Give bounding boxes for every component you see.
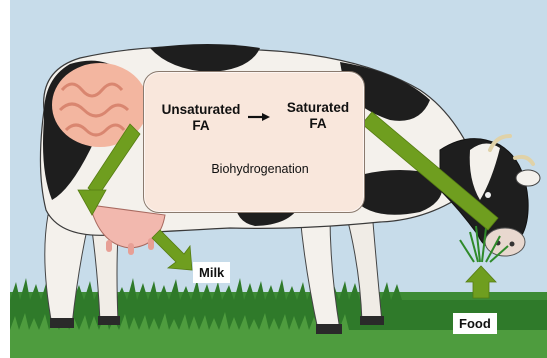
conversion-arrow-icon: [247, 112, 271, 122]
saturated-fa-line: FA: [276, 116, 360, 132]
food-label: Food: [453, 313, 497, 334]
unsaturated-fa-label: Unsaturated FA: [148, 102, 254, 134]
saturated-fa-label: Saturated FA: [276, 100, 360, 132]
biohydrogenation-label: Biohydrogenation: [190, 162, 330, 176]
saturated-line: Saturated: [276, 100, 360, 116]
milk-label: Milk: [193, 262, 230, 283]
unsaturated-fa-line: FA: [148, 118, 254, 134]
rumen-box: [143, 71, 365, 213]
unsaturated-line: Unsaturated: [148, 102, 254, 118]
